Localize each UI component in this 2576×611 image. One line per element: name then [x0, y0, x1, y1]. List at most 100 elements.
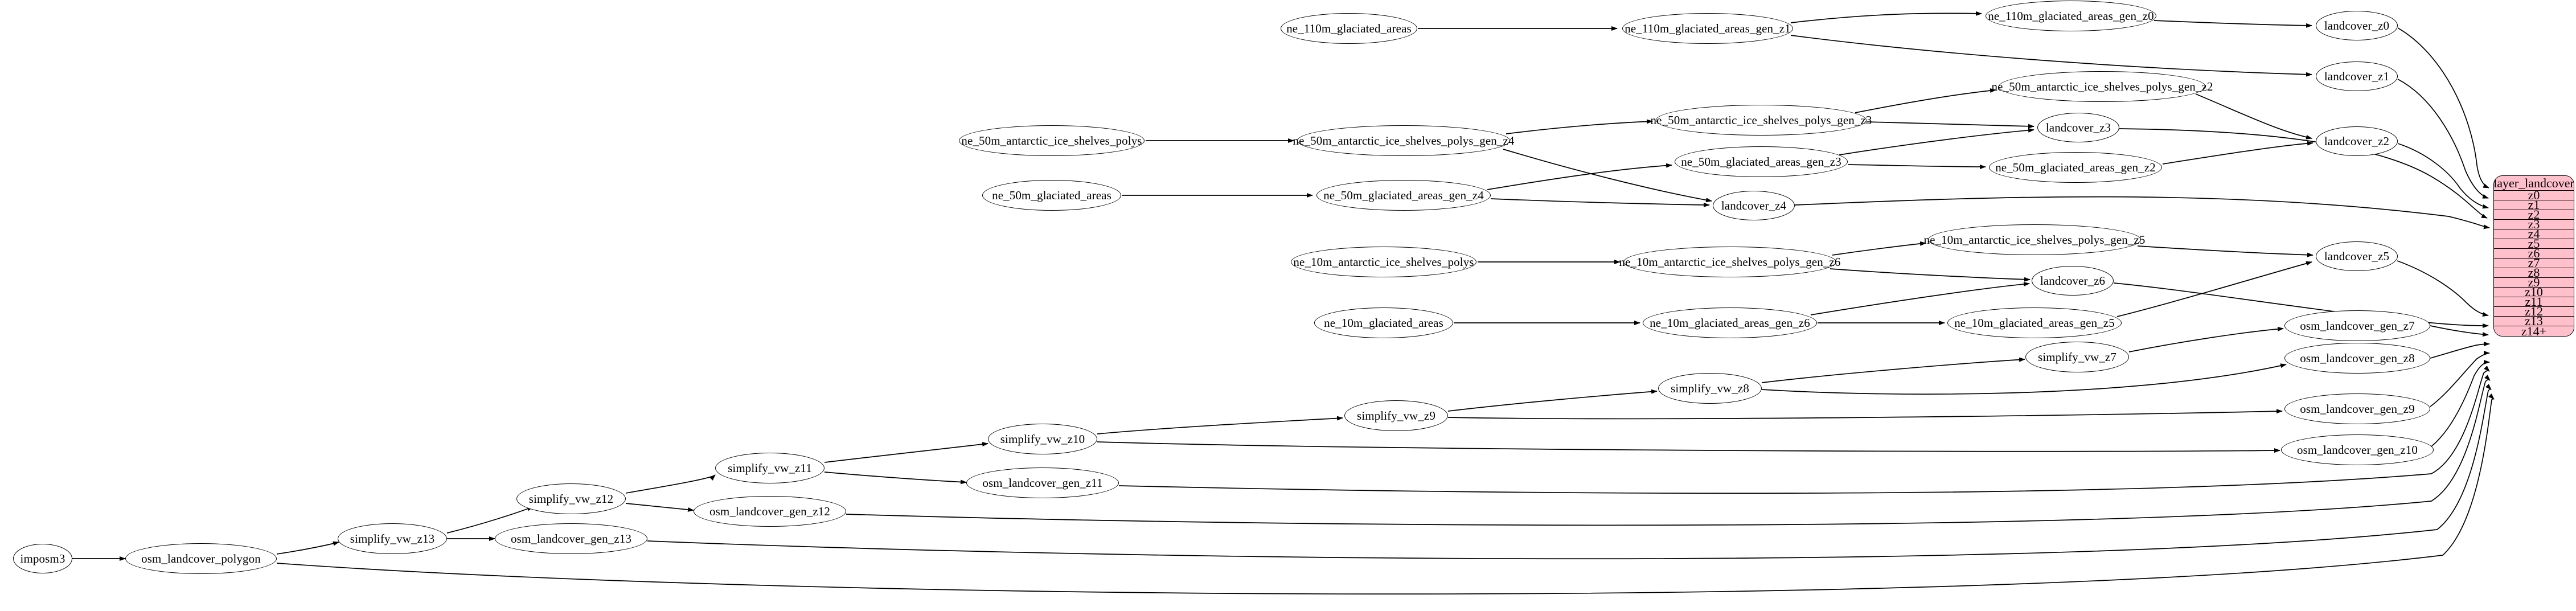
graph-node-label: landcover_z1: [2324, 69, 2390, 83]
edge: [276, 393, 2495, 594]
edge: [1830, 268, 2031, 282]
graph-node-landcover_z0[interactable]: landcover_z0: [2316, 11, 2398, 40]
graph-node-label: osm_landcover_polygon: [141, 551, 261, 565]
record-row-z13[interactable]: z13: [2494, 314, 2574, 328]
graph-node-label: landcover_z0: [2324, 18, 2390, 32]
graph-node-ne_50m_antarctic_ice_shelves_polys[interactable]: ne_50m_antarctic_ice_shelves_polys: [959, 125, 1145, 156]
graph-node-osm_landcover_gen_z13[interactable]: osm_landcover_gen_z13: [495, 523, 647, 554]
graph-node-landcover_z2[interactable]: landcover_z2: [2316, 126, 2398, 156]
graph-node-imposm3[interactable]: imposm3: [13, 544, 72, 573]
edge: [2397, 143, 2489, 209]
record-row-z10[interactable]: z10: [2494, 285, 2574, 299]
record-row-z5[interactable]: z5: [2494, 236, 2574, 251]
graph-node-osm_landcover_gen_z12[interactable]: osm_landcover_gen_z12: [694, 496, 846, 527]
graph-node-label: ne_110m_glaciated_areas: [1286, 21, 1412, 35]
graph-node-osm_landcover_gen_z7[interactable]: osm_landcover_gen_z7: [2284, 310, 2430, 341]
graph-node-landcover_z1[interactable]: landcover_z1: [2316, 61, 2398, 91]
graph-node-ne_10m_antarctic_ice_shelves_polys_gen_z5[interactable]: ne_10m_antarctic_ice_shelves_polys_gen_z…: [1924, 224, 2145, 255]
graph-node-label: ne_10m_glaciated_areas: [1324, 315, 1443, 330]
graph-node-label: simplify_vw_z7: [2038, 350, 2116, 364]
graph-node-landcover_z5[interactable]: landcover_z5: [2316, 241, 2398, 271]
record-row-z8[interactable]: z8: [2494, 265, 2574, 280]
graph-node-osm_landcover_gen_z11[interactable]: osm_landcover_gen_z11: [966, 468, 1119, 498]
graph-node-simplify_vw_z9[interactable]: simplify_vw_z9: [1344, 400, 1448, 431]
graph-node-label: imposm3: [20, 551, 65, 565]
graph-node-landcover_z6[interactable]: landcover_z6: [2032, 266, 2114, 296]
graph-node-osm_landcover_polygon[interactable]: osm_landcover_polygon: [125, 543, 277, 574]
edge: [1866, 121, 2034, 129]
graph-node-ne_10m_glaciated_areas_gen_z5[interactable]: ne_10m_glaciated_areas_gen_z5: [1947, 307, 2122, 338]
graph-node-simplify_vw_z12[interactable]: simplify_vw_z12: [516, 483, 626, 514]
graph-node-label: ne_10m_glaciated_areas_gen_z5: [1954, 315, 2115, 330]
graph-node-label: ne_50m_glaciated_areas_gen_z3: [1681, 154, 1841, 169]
record-header: layer_landcover: [2493, 175, 2574, 191]
record-row-z11[interactable]: z11: [2494, 294, 2574, 309]
graph-node-label: landcover_z5: [2324, 249, 2390, 263]
graph-node-ne_110m_glaciated_areas[interactable]: ne_110m_glaciated_areas: [1281, 13, 1417, 44]
graph-node-ne_10m_antarctic_ice_shelves_polys_gen_z6[interactable]: ne_10m_antarctic_ice_shelves_polys_gen_z…: [1619, 247, 1840, 277]
graph-node-ne_50m_glaciated_areas_gen_z3[interactable]: ne_50m_glaciated_areas_gen_z3: [1675, 146, 1848, 177]
graph-node-label: ne_110m_glaciated_areas_gen_z0: [1988, 9, 2154, 23]
edge: [2430, 351, 2490, 407]
graph-node-simplify_vw_z13[interactable]: simplify_vw_z13: [338, 523, 447, 554]
graph-node-label: ne_50m_antarctic_ice_shelves_polys_gen_z…: [1293, 133, 1515, 147]
graph-node-label: ne_50m_antarctic_ice_shelves_polys_gen_z…: [1991, 79, 2213, 93]
graph-node-label: ne_50m_antarctic_ice_shelves_polys_gen_z…: [1650, 113, 1872, 127]
edge: [1447, 409, 2283, 420]
record-row-z7[interactable]: z7: [2494, 256, 2574, 270]
edge: [647, 384, 2492, 560]
edge: [1761, 357, 2025, 383]
record-row-z9[interactable]: z9: [2494, 275, 2574, 289]
record-row-z12[interactable]: z12: [2494, 304, 2574, 318]
record-row-z3[interactable]: z3: [2494, 217, 2574, 231]
graph-node-ne_50m_antarctic_ice_shelves_polys_gen_z4[interactable]: ne_50m_antarctic_ice_shelves_polys_gen_z…: [1293, 125, 1514, 156]
edge: [446, 506, 534, 534]
record-row-z1[interactable]: z1: [2494, 198, 2574, 212]
graph-node-landcover_z4[interactable]: landcover_z4: [1713, 191, 1795, 220]
graph-node-ne_50m_antarctic_ice_shelves_polys_gen_z2[interactable]: ne_50m_antarctic_ice_shelves_polys_gen_z…: [1992, 71, 2213, 102]
graph-node-simplify_vw_z8[interactable]: simplify_vw_z8: [1658, 373, 1762, 404]
graph-node-ne_50m_glaciated_areas[interactable]: ne_50m_glaciated_areas: [982, 180, 1121, 211]
edge: [1839, 128, 2034, 155]
edge: [2397, 27, 2489, 188]
graph-node-ne_50m_glaciated_areas_gen_z4[interactable]: ne_50m_glaciated_areas_gen_z4: [1316, 180, 1491, 211]
graph-node-label: simplify_vw_z13: [350, 531, 435, 546]
edge: [2430, 342, 2490, 359]
edge: [824, 442, 988, 463]
record-row-z14plus[interactable]: z14+: [2494, 324, 2574, 336]
graph-node-label: osm_landcover_gen_z10: [2296, 442, 2418, 457]
graph-node-ne_50m_antarctic_ice_shelves_polys_gen_z3[interactable]: ne_50m_antarctic_ice_shelves_polys_gen_z…: [1651, 105, 1872, 136]
graph-node-ne_110m_glaciated_areas_gen_z1[interactable]: ne_110m_glaciated_areas_gen_z1: [1622, 13, 1793, 44]
graph-node-osm_landcover_gen_z10[interactable]: osm_landcover_gen_z10: [2281, 434, 2434, 465]
graph-node-ne_50m_glaciated_areas_gen_z2[interactable]: ne_50m_glaciated_areas_gen_z2: [1989, 152, 2162, 183]
graph-node-landcover_z3[interactable]: landcover_z3: [2037, 113, 2119, 142]
graph-node-simplify_vw_z11[interactable]: simplify_vw_z11: [715, 453, 825, 483]
graph-node-label: simplify_vw_z10: [1000, 432, 1085, 446]
edge: [1487, 163, 1672, 190]
record-row-z6[interactable]: z6: [2494, 246, 2574, 260]
graph-node-osm_landcover_gen_z8[interactable]: osm_landcover_gen_z8: [2284, 343, 2430, 374]
graph-node-label: ne_10m_antarctic_ice_shelves_polys_gen_z…: [1923, 232, 2146, 247]
edge: [1790, 35, 2312, 77]
graph-node-simplify_vw_z7[interactable]: simplify_vw_z7: [2025, 342, 2129, 372]
graph-node-osm_landcover_gen_z9[interactable]: osm_landcover_gen_z9: [2284, 393, 2430, 424]
edge: [1118, 366, 2490, 494]
edge: [1097, 416, 1343, 434]
graph-node-ne_10m_glaciated_areas[interactable]: ne_10m_glaciated_areas: [1314, 307, 1453, 338]
graph-node-ne_10m_antarctic_ice_shelves_polys[interactable]: ne_10m_antarctic_ice_shelves_polys: [1291, 247, 1476, 277]
edge: [824, 471, 967, 485]
edge: [2119, 128, 2488, 219]
edge: [2153, 20, 2312, 28]
graph-node-label: ne_10m_glaciated_areas_gen_z6: [1650, 315, 1810, 330]
graph-node-ne_10m_glaciated_areas_gen_z6[interactable]: ne_10m_glaciated_areas_gen_z6: [1643, 307, 1817, 338]
graph-node-simplify_vw_z10[interactable]: simplify_vw_z10: [988, 424, 1097, 454]
graph-node-label: landcover_z6: [2040, 273, 2106, 288]
record-row-z2[interactable]: z2: [2494, 207, 2574, 222]
graph-node-ne_110m_glaciated_areas_gen_z0[interactable]: ne_110m_glaciated_areas_gen_z0: [1986, 1, 2156, 31]
graph-node-label: simplify_vw_z12: [528, 491, 614, 506]
record-row-z4[interactable]: z4: [2494, 227, 2574, 241]
record-row-z0[interactable]: z0: [2494, 188, 2574, 202]
